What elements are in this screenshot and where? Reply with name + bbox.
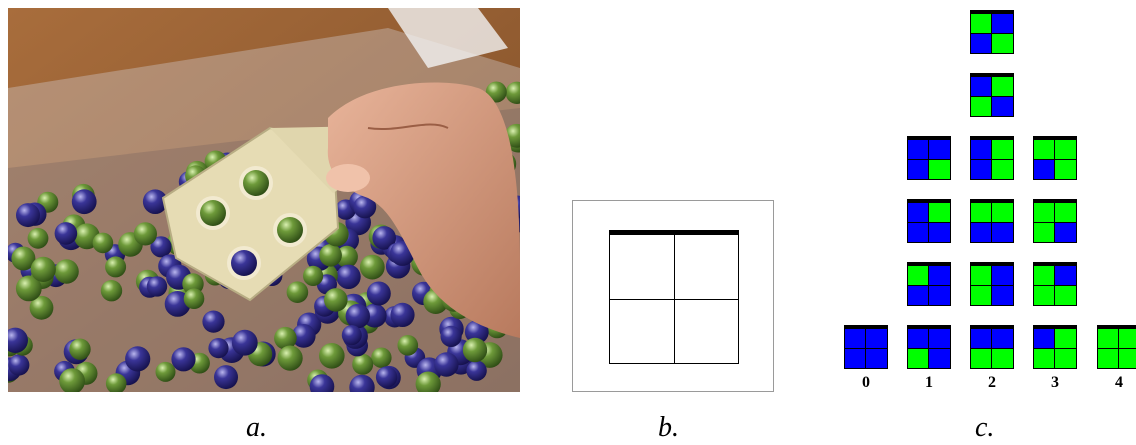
marble-scoop-photo [8,8,520,392]
handle-bar [609,230,739,235]
green-cell [908,266,929,286]
green-cell [1055,285,1076,305]
green-cell [992,33,1013,53]
outcome-tile [907,262,951,306]
green-cell [1034,140,1055,160]
green-cell [971,203,992,223]
outcome-tile [844,325,888,369]
blue-cell [971,329,992,349]
blue-cell [992,222,1013,242]
blue-cell [908,329,929,349]
blue-cell [992,329,1013,349]
green-count-label: 0 [862,374,870,391]
green-cell [992,348,1013,368]
blue-cell [908,159,929,179]
green-cell [992,77,1013,97]
empty-scoop-diagram [572,200,774,392]
green-cell [929,203,950,223]
outcome-tile [1033,325,1077,369]
green-cell [1119,348,1136,368]
green-cell [971,285,992,305]
blue-cell [971,33,992,53]
blue-cell [929,140,950,160]
blue-cell [908,140,929,160]
blue-cell [992,285,1013,305]
blue-cell [845,348,866,368]
blue-cell [971,140,992,160]
green-cell [1034,266,1055,286]
blue-cell [992,96,1013,116]
blue-cell [845,329,866,349]
green-cell [971,348,992,368]
outcome-tile [1033,262,1077,306]
outcome-tile [907,136,951,180]
blue-cell [971,222,992,242]
green-cell [1055,329,1076,349]
green-cell [1034,203,1055,223]
empty-2x2-grid [609,230,739,364]
blue-cell [866,348,887,368]
blue-cell [908,285,929,305]
blue-cell [929,222,950,242]
outcome-tile [907,325,951,369]
green-cell [908,348,929,368]
green-cell [992,140,1013,160]
green-cell [1055,348,1076,368]
green-cell [971,96,992,116]
blue-cell [1055,266,1076,286]
green-cell [1034,285,1055,305]
green-cell [1034,222,1055,242]
blue-cell [992,266,1013,286]
outcome-tile [970,262,1014,306]
blue-cell [992,14,1013,34]
green-cell [992,203,1013,223]
green-cell [992,159,1013,179]
blue-cell [929,348,950,368]
outcome-tile [970,325,1014,369]
blue-cell [1034,329,1055,349]
blue-cell [908,222,929,242]
outcome-tile [970,199,1014,243]
blue-cell [929,285,950,305]
outcome-tile [1097,325,1136,369]
green-count-label: 3 [1051,374,1059,391]
blue-cell [866,329,887,349]
green-cell [1034,348,1055,368]
panel-label-a: a. [246,412,267,443]
blue-cell [1055,222,1076,242]
outcome-tile [970,10,1014,54]
blue-cell [929,329,950,349]
blue-cell [929,266,950,286]
grid-divider-horizontal [610,299,738,300]
green-cell [1098,348,1119,368]
blue-cell [1034,159,1055,179]
outcome-tile [970,136,1014,180]
green-cell [971,14,992,34]
outcome-tile [970,73,1014,117]
blue-cell [971,159,992,179]
green-count-label: 2 [988,374,996,391]
green-count-label: 1 [925,374,933,391]
green-cell [1119,329,1136,349]
blue-cell [908,203,929,223]
blue-cell [971,77,992,97]
panel-label-c: c. [975,412,995,443]
green-count-label: 4 [1115,374,1123,391]
green-cell [1098,329,1119,349]
outcome-tile [1033,136,1077,180]
green-cell [1055,140,1076,160]
green-cell [971,266,992,286]
green-cell [1055,159,1076,179]
panel-label-b: b. [658,412,679,443]
green-cell [929,159,950,179]
outcome-tile [1033,199,1077,243]
outcome-tile [907,199,951,243]
green-cell [1055,203,1076,223]
